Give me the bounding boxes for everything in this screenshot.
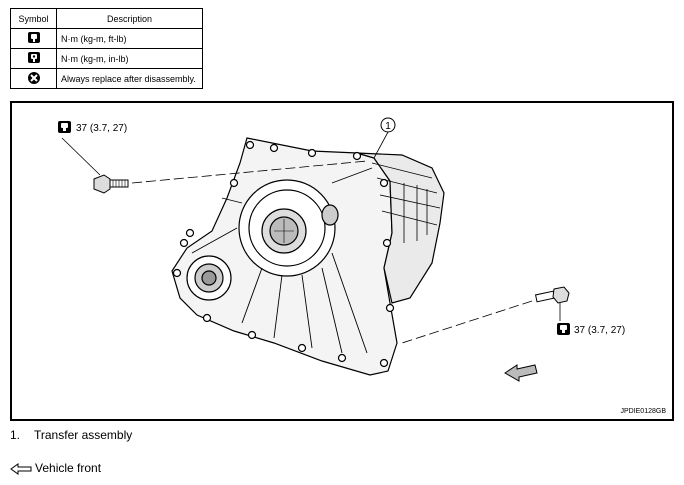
torque-wrench-icon xyxy=(27,32,40,43)
legend-header-row: Symbol Description xyxy=(10,8,203,29)
vehicle-front-arrow-icon xyxy=(504,364,538,382)
vehicle-front-caption: Vehicle front xyxy=(10,461,101,475)
legend-row: N·m (kg-m, ft-lb) xyxy=(10,28,203,49)
always-replace-icon xyxy=(27,71,40,84)
vehicle-front-arrow-icon xyxy=(10,462,32,475)
legend-header-description: Description xyxy=(56,8,203,29)
symbol-legend-table: Symbol Description N·m (kg-m, ft-lb) N·m… xyxy=(10,8,203,89)
item-label: Transfer assembly xyxy=(34,428,133,442)
torque-spec-top: 37 (3.7, 27) xyxy=(76,123,128,134)
legend-description: N·m (kg-m, in-lb) xyxy=(56,48,203,69)
callout-number: 1 xyxy=(385,121,391,132)
figure-code: JPDIE0128GB xyxy=(620,408,666,415)
vehicle-front-label: Vehicle front xyxy=(35,461,102,475)
callout-1: 1 xyxy=(373,117,396,159)
torque-wrench-inlb-icon xyxy=(27,52,40,63)
transfer-assembly-drawing: 1 xyxy=(58,117,570,382)
bottom-bolt xyxy=(401,286,570,344)
top-bolt xyxy=(61,137,368,194)
legend-header-symbol: Symbol xyxy=(10,8,57,29)
legend-row: Always replace after disassembly. xyxy=(10,68,203,89)
torque-wrench-icon xyxy=(58,121,71,133)
item-caption: 1. Transfer assembly xyxy=(10,428,132,442)
transfer-assembly-figure: 1 xyxy=(10,101,674,421)
item-number: 1. xyxy=(10,428,21,442)
legend-description: Always replace after disassembly. xyxy=(56,68,203,89)
torque-wrench-icon xyxy=(557,323,570,335)
torque-spec-bottom: 37 (3.7, 27) xyxy=(574,325,626,336)
legend-row: N·m (kg-m, in-lb) xyxy=(10,48,203,69)
legend-description: N·m (kg-m, ft-lb) xyxy=(56,28,203,49)
